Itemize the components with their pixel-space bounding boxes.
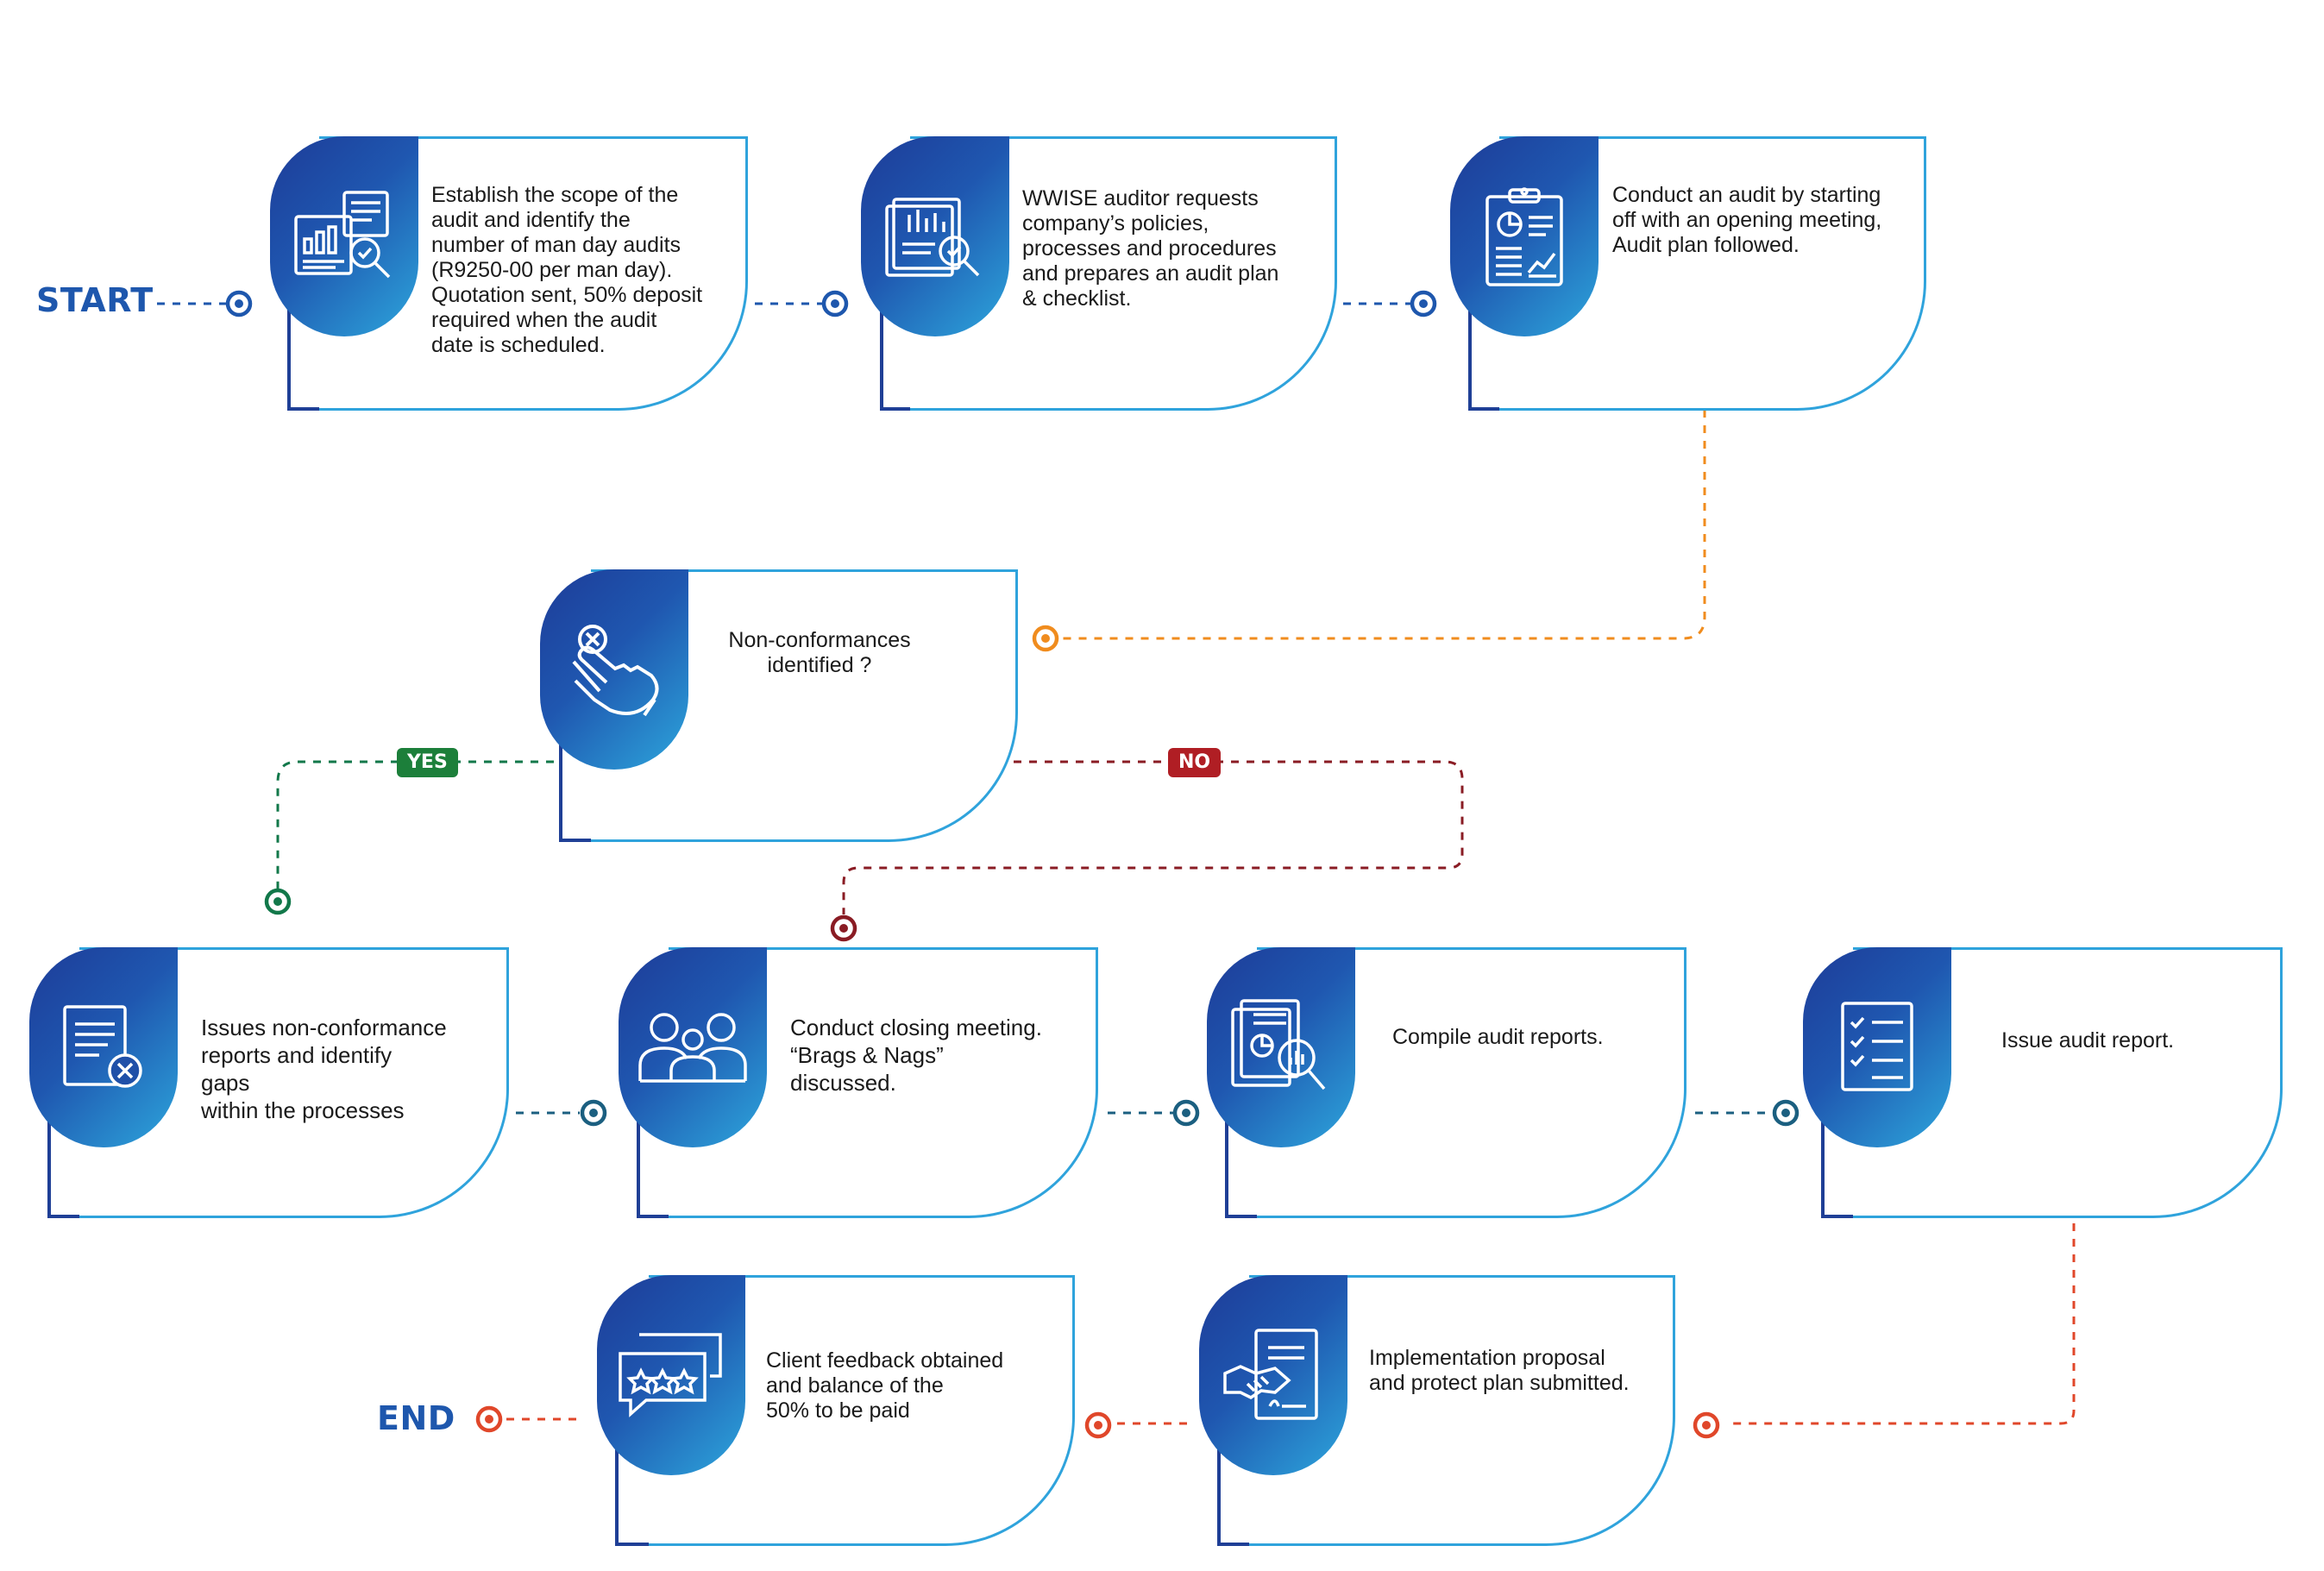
connector-dot [821,290,849,317]
step-text-1: Establish the scope of the audit and ide… [431,183,703,357]
step-text-9: Client feedback obtained and balance of … [766,1348,1004,1423]
no-badge: NO [1168,748,1222,777]
connector-yes [276,760,554,889]
connector-dot [1410,290,1437,317]
connector-dot [580,1099,607,1127]
report-search-icon [1207,947,1355,1147]
connector-step8-step10 [1727,1223,2076,1425]
connector-dot [225,290,253,317]
report-analysis-icon [270,136,418,336]
document-review-icon [861,136,1009,336]
step-text-2: WWISE auditor requests company’s policie… [1022,186,1279,311]
document-cancel-icon [29,947,178,1147]
step-text-8: Issue audit report. [2001,1028,2175,1053]
handshake-contract-icon [1199,1275,1347,1475]
connector-no [842,760,1464,914]
connector-dot [475,1405,503,1433]
connector-dot [1772,1099,1800,1127]
step-text-3: Conduct an audit by starting off with an… [1612,183,1882,257]
group-meeting-icon [619,947,767,1147]
clipboard-chart-icon [1450,136,1599,336]
yes-badge: YES [397,748,458,777]
end-label: END [377,1399,455,1437]
step-text-4: Non-conformances identified ? [728,628,911,677]
connector-dot [1172,1099,1200,1127]
hand-reject-icon [540,569,688,770]
step-text-10: Implementation proposal and protect plan… [1369,1346,1630,1395]
feedback-rating-icon [597,1275,745,1475]
checklist-icon [1803,947,1951,1147]
step-text-6: Conduct closing meeting. “Brags & Nags” … [790,1015,1042,1096]
connector-dot [264,888,292,915]
connector-dot [830,914,857,942]
start-label: START [36,281,154,319]
step-text-7: Compile audit reports. [1392,1025,1604,1049]
connector-dot [1084,1411,1112,1439]
connector-dot [1032,625,1059,652]
step-text-5: Issues non-conformance reports and ident… [201,1015,447,1123]
connector-dot [1693,1411,1720,1439]
connector-step3-decision [1057,410,1706,640]
